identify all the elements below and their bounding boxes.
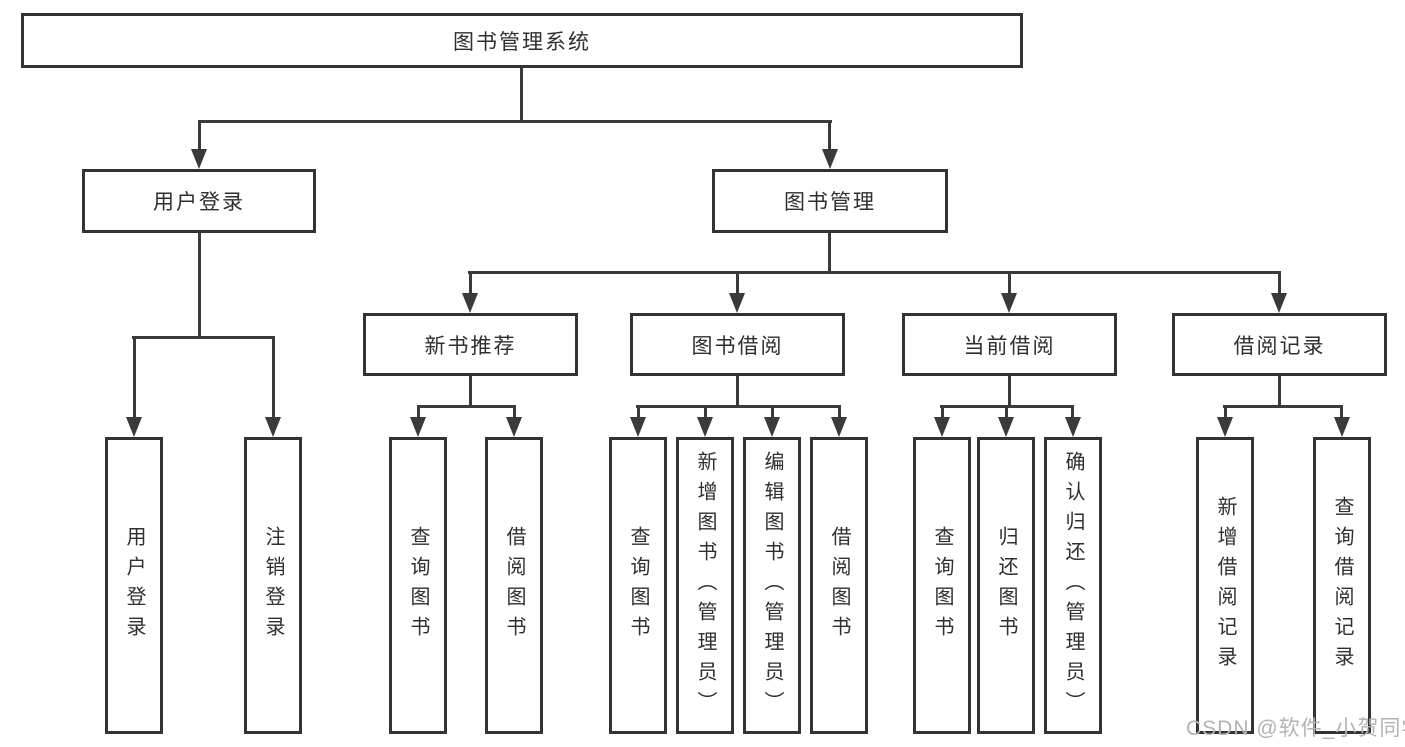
leaf-node-add-borrow-record: 新增借阅记录 xyxy=(1196,437,1254,734)
arrow-down-icon xyxy=(998,417,1014,437)
leaf-node-logout: 注销登录 xyxy=(244,437,302,734)
connector-line xyxy=(637,405,640,417)
leaf-label: 新增图书（管理员） xyxy=(694,450,716,721)
leaf-label: 查询借阅记录 xyxy=(1331,495,1353,676)
arrow-down-icon xyxy=(1271,293,1287,313)
leaf-label: 用户登录 xyxy=(123,525,145,646)
node-book-borrowing: 图书借阅 xyxy=(630,313,845,376)
arrow-down-icon xyxy=(630,417,646,437)
leaf-node-query-borrow-record: 查询借阅记录 xyxy=(1313,437,1371,734)
connector-line xyxy=(838,405,841,417)
leaf-label: 归还图书 xyxy=(995,525,1017,646)
arrow-down-icon xyxy=(1217,417,1233,437)
connector-line xyxy=(1223,405,1343,408)
connector-line xyxy=(636,405,840,408)
leaf-label: 查询图书 xyxy=(407,525,429,646)
arrow-down-icon xyxy=(697,417,713,437)
leaf-label: 新增借阅记录 xyxy=(1214,495,1236,676)
leaf-label: 确认归还（管理员） xyxy=(1062,450,1084,721)
leaf-node-borrow-books-borrowing: 借阅图书 xyxy=(810,437,868,734)
connector-line xyxy=(1008,376,1011,405)
connector-line xyxy=(704,405,707,417)
arrow-down-icon xyxy=(764,417,780,437)
arrow-down-icon xyxy=(822,149,838,169)
connector-line xyxy=(828,120,831,151)
connector-line xyxy=(513,405,516,417)
connector-line xyxy=(133,336,136,417)
leaf-label: 查询图书 xyxy=(931,525,953,646)
leaf-label: 查询图书 xyxy=(627,525,649,646)
connector-line xyxy=(736,376,739,405)
leaf-node-edit-books-admin: 编辑图书（管理员） xyxy=(743,437,801,734)
connector-line xyxy=(469,376,472,405)
connector-line xyxy=(198,120,832,123)
arrow-down-icon xyxy=(506,417,522,437)
arrow-down-icon xyxy=(1065,417,1081,437)
leaf-node-confirm-return-admin: 确认归还（管理员） xyxy=(1044,437,1102,734)
connector-line xyxy=(272,336,275,417)
leaf-node-query-books-borrowing: 查询图书 xyxy=(609,437,667,734)
node-current-borrowing: 当前借阅 xyxy=(902,313,1117,376)
leaf-node-return-books: 归还图书 xyxy=(977,437,1035,734)
connector-line xyxy=(520,68,523,120)
node-book-management: 图书管理 xyxy=(712,169,948,233)
node-library-management-system: 图书管理系统 xyxy=(21,13,1023,68)
node-new-book-recommendation: 新书推荐 xyxy=(363,313,578,376)
connector-line xyxy=(736,271,739,293)
connector-line xyxy=(1224,405,1227,417)
leaf-node-borrow-books-newbook: 借阅图书 xyxy=(485,437,543,734)
connector-line xyxy=(469,271,472,293)
connector-line xyxy=(1008,271,1011,293)
connector-line xyxy=(198,120,201,151)
arrow-down-icon xyxy=(126,417,142,437)
leaf-node-add-books-admin: 新增图书（管理员） xyxy=(676,437,734,734)
connector-line xyxy=(1340,405,1343,417)
leaf-node-query-books-current: 查询图书 xyxy=(913,437,971,734)
arrow-down-icon xyxy=(831,417,847,437)
leaf-node-user-login: 用户登录 xyxy=(105,437,163,734)
arrow-down-icon xyxy=(191,149,207,169)
arrow-down-icon xyxy=(265,417,281,437)
leaf-node-query-books-newbook: 查询图书 xyxy=(389,437,447,734)
connector-line xyxy=(941,405,944,417)
connector-line xyxy=(1005,405,1008,417)
arrow-down-icon xyxy=(934,417,950,437)
connector-line xyxy=(417,405,420,417)
connector-line xyxy=(198,233,201,336)
connector-line xyxy=(468,271,1281,274)
node-user-login: 用户登录 xyxy=(82,169,316,233)
arrow-down-icon xyxy=(1334,417,1350,437)
connector-line xyxy=(1278,376,1281,405)
leaf-label: 编辑图书（管理员） xyxy=(761,450,783,721)
leaf-label: 借阅图书 xyxy=(503,525,525,646)
connector-line xyxy=(132,336,275,339)
leaf-label: 注销登录 xyxy=(262,525,284,646)
node-borrowing-records: 借阅记录 xyxy=(1172,313,1387,376)
connector-line xyxy=(417,405,516,408)
connector-line xyxy=(828,233,831,271)
csdn-watermark: CSDN @软件_小贺同学 xyxy=(1186,717,1405,740)
arrow-down-icon xyxy=(1001,293,1017,313)
arrow-down-icon xyxy=(729,293,745,313)
leaf-label: 借阅图书 xyxy=(828,525,850,646)
arrow-down-icon xyxy=(462,293,478,313)
connector-line xyxy=(1071,405,1074,417)
connector-line xyxy=(771,405,774,417)
connector-line xyxy=(1278,271,1281,293)
arrow-down-icon xyxy=(410,417,426,437)
